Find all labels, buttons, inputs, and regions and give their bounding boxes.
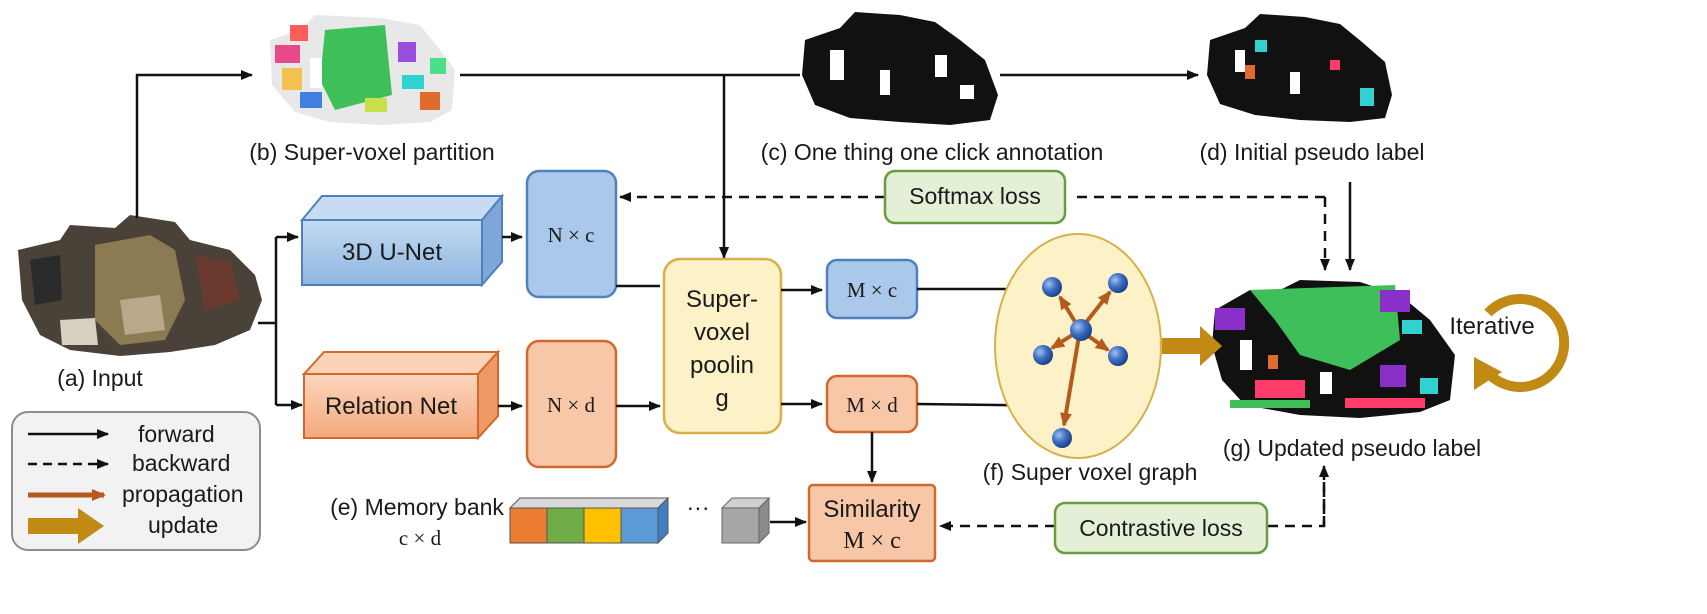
arrow-input-to-partition [135, 70, 253, 218]
partition-point-cloud [270, 15, 455, 125]
nd-label: N × d [547, 393, 596, 417]
caption-input: (a) Input [57, 365, 143, 391]
update-arrow [1162, 326, 1222, 366]
iterative-arrowhead [1474, 357, 1502, 390]
updated-label-point-cloud [1212, 280, 1455, 418]
annotation-point-cloud [802, 12, 998, 125]
relation-net-block: Relation Net [301, 349, 501, 441]
caption-updated: (g) Updated pseudo label [1223, 435, 1481, 461]
graph-node [1108, 346, 1128, 366]
contrastive-dash-right [1268, 470, 1326, 528]
memory-bank-extra-cube [720, 496, 771, 545]
similarity-line-1: Similarity [823, 496, 920, 523]
graph-node [1052, 428, 1072, 448]
unet-label: 3D U-Net [342, 239, 442, 266]
contrastive-loss-box [1053, 501, 1269, 555]
mc-label: M × c [847, 278, 897, 302]
graph-node [1070, 319, 1092, 341]
memory-ellipsis: ··· [687, 494, 710, 520]
initial-label-point-cloud [1207, 14, 1392, 122]
similarity-line-2: M × c [843, 528, 901, 554]
nc-label: N × c [548, 223, 595, 247]
softmax-loss-label: Softmax loss [909, 183, 1041, 209]
legend-update-arrow [28, 508, 104, 544]
contrastive-loss-label: Contrastive loss [1079, 515, 1243, 541]
graph-node [1108, 273, 1128, 293]
legend-update-label: update [148, 512, 218, 538]
pooling-box [662, 257, 783, 435]
caption-annotation: (c) One thing one click annotation [761, 139, 1104, 165]
unet-block: 3D U-Net [299, 193, 505, 288]
similarity-box [807, 483, 937, 563]
graph-node [1042, 277, 1062, 297]
nc-feature-box [525, 169, 618, 299]
nd-feature-box [525, 339, 618, 469]
iterative-loop [1484, 294, 1570, 392]
caption-memory-size: c × d [399, 526, 442, 550]
pooling-line-2: voxel [694, 319, 750, 346]
legend-forward-label: forward [138, 421, 215, 447]
legend-box [11, 411, 261, 551]
caption-partition: (b) Super-voxel partition [249, 139, 494, 165]
legend-backward-label: backward [132, 450, 230, 476]
iterative-label: Iterative [1449, 313, 1534, 340]
input-point-cloud [18, 215, 262, 356]
caption-graph: (f) Super voxel graph [983, 459, 1198, 485]
caption-initial: (d) Initial pseudo label [1199, 139, 1424, 165]
graph-node [1033, 345, 1053, 365]
md-label: M × d [846, 393, 898, 417]
pooling-line-4: g [715, 385, 728, 412]
memory-bank [508, 496, 670, 545]
caption-memory-bank: (e) Memory bank [330, 494, 504, 520]
pooling-line-3: poolin [690, 352, 754, 379]
softmax-loss-box [883, 169, 1067, 225]
pooling-line-1: Super- [686, 286, 758, 313]
legend-propagation-label: propagation [122, 481, 244, 507]
relation-net-label: Relation Net [325, 393, 457, 420]
